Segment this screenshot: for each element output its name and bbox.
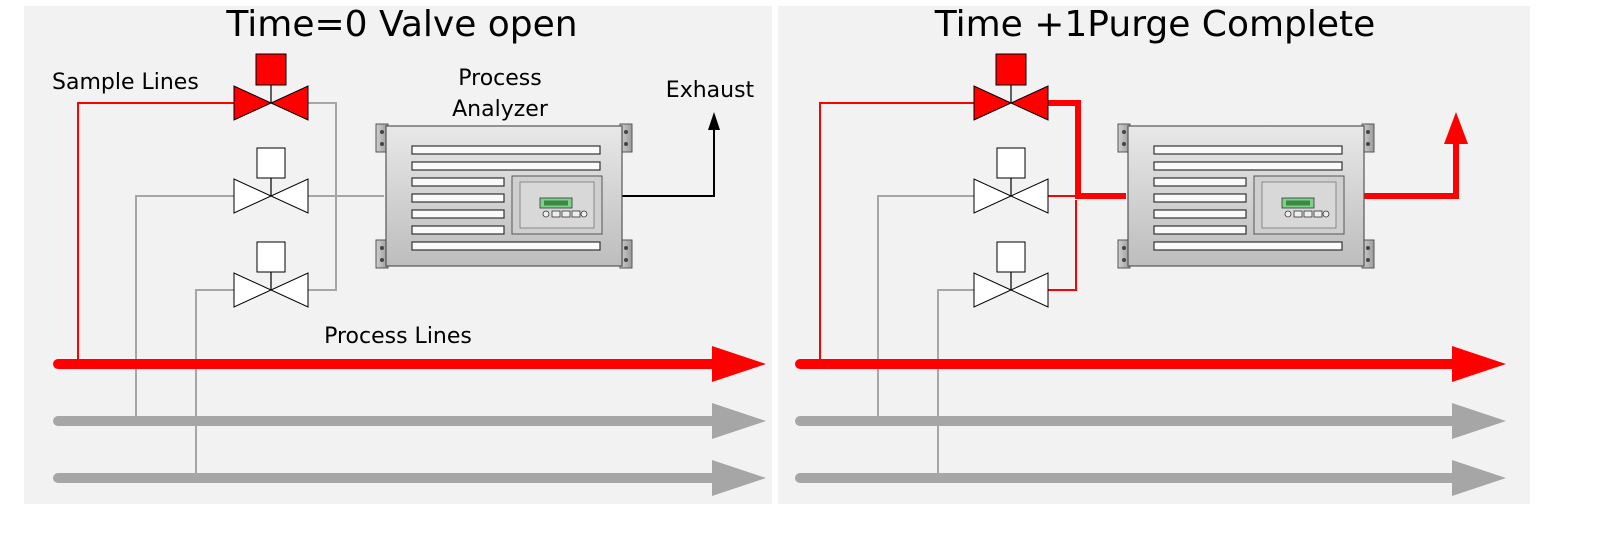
active-sample-line (77, 102, 234, 362)
process-lines-label: Process Lines (324, 324, 472, 349)
exhaust-line (606, 118, 715, 197)
process-line-3 (53, 460, 766, 496)
active-sample-line (819, 102, 974, 362)
process-analyzer-icon (375, 123, 633, 269)
valve-2-closed (973, 147, 1049, 214)
exhaust-flow-line (1348, 140, 1459, 199)
valve-3-return-line (1048, 200, 1077, 291)
sample-piping (877, 195, 974, 476)
exhaust-arrow-icon (708, 112, 720, 130)
purge-flow-line (1048, 100, 1126, 199)
valve-2-closed (233, 147, 309, 214)
valve-3-closed (973, 241, 1049, 308)
process-analyzer-icon (1117, 123, 1375, 269)
process-line-2 (53, 403, 766, 439)
process-line-1-active (795, 346, 1506, 382)
exhaust-arrow-icon (1444, 112, 1468, 144)
exhaust-label: Exhaust (666, 78, 755, 103)
valve-1-open (973, 53, 1049, 121)
process-line-1-active (53, 346, 766, 382)
valve-3-closed (233, 241, 309, 308)
process-line-2 (795, 403, 1506, 439)
panel-left: Time=0 Valve open Sample Lines Process A… (24, 4, 772, 504)
sample-piping (135, 102, 384, 476)
process-analyzer-label-line2: Analyzer (452, 97, 549, 122)
process-line-3 (795, 460, 1506, 496)
panel-right: Time +1Purge Complete (778, 4, 1530, 504)
sample-lines-label: Sample Lines (52, 70, 199, 95)
panel-title: Time +1Purge Complete (934, 4, 1376, 45)
process-analyzer-label-line1: Process (458, 66, 541, 91)
valve-1-open (233, 53, 309, 121)
panel-title: Time=0 Valve open (225, 4, 577, 45)
